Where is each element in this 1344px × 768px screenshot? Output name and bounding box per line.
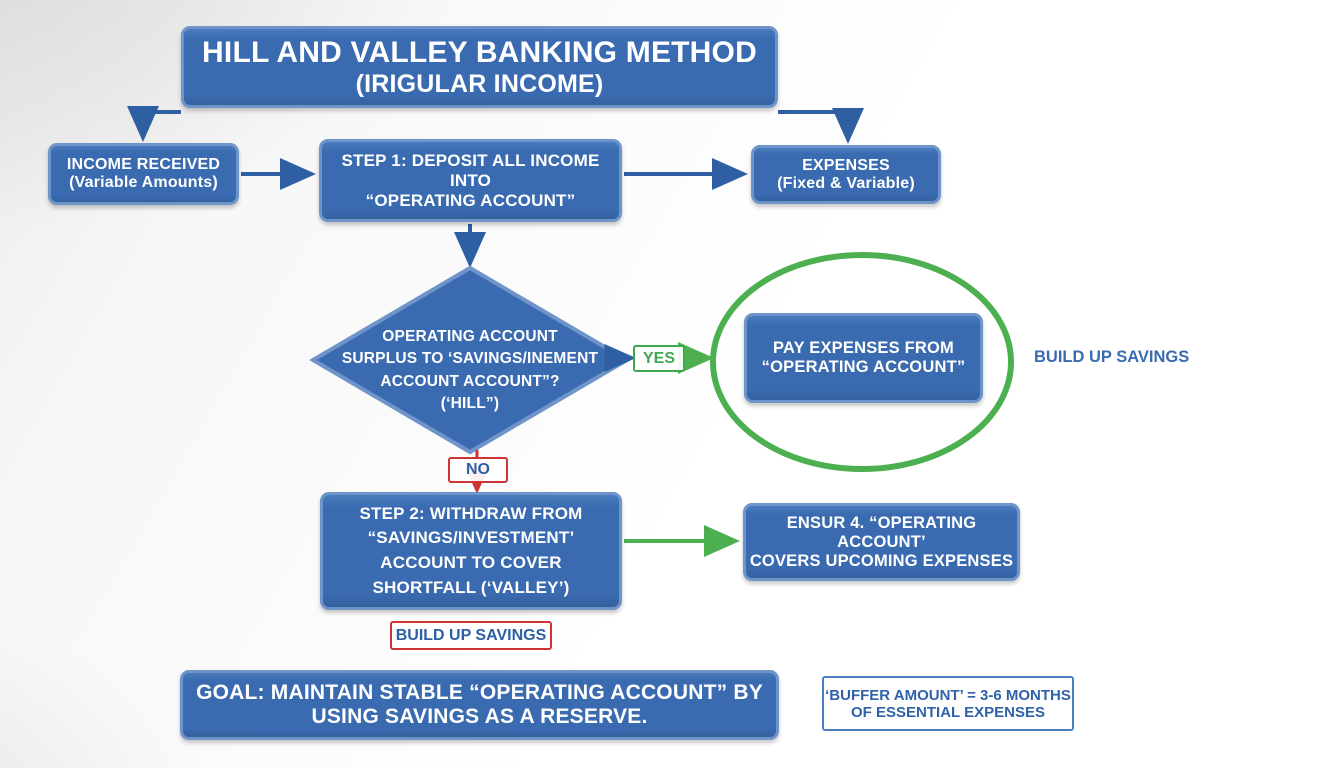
decision-line-4: (‘HILL”) [440,395,500,413]
goal-line-2: USING SAVINGS AS A RESERVE. [311,705,648,728]
no-label: NO [448,457,508,483]
expenses-line-1: EXPENSES [802,156,890,174]
expenses-box: EXPENSES (Fixed & Variable) [751,145,941,204]
income-received-box: INCOME RECEIVED (Variable Amounts) [48,143,239,205]
title-line-1: HILL AND VALLEY BANKING METHOD [202,35,757,69]
title-box: HILL AND VALLEY BANKING METHOD (IRIGULAR… [181,26,778,108]
hill-ellipse [710,252,1014,472]
ensure-line-2: COVERS UPCOMING EXPENSES [749,551,1014,570]
connector-title-to-income [127,106,181,142]
build-up-savings-right: BUILD UP SAVINGS [1034,348,1189,367]
step1-line-2: “OPERATING ACCOUNT” [365,190,576,210]
pay-expenses-box: PAY EXPENSES FROM “OPERATING ACCOUNT” [744,313,983,403]
no-text: NO [466,461,490,478]
step2-box: STEP 2: WITHDRAW FROM “SAVINGS/INVESTMEN… [320,492,622,610]
income-line-2: (Variable Amounts) [69,174,218,191]
step2-line-3: ACCOUNT TO COVER [380,553,562,572]
goal-line-1: GOAL: MAINTAIN STABLE “OPERATING ACCOUNT… [196,681,763,704]
pay-expenses-line-1: PAY EXPENSES FROM [773,339,954,357]
buffer-line-1: ‘BUFFER AMOUNT’ = 3-6 MONTHS [825,686,1071,704]
yes-text: YES [642,349,675,367]
build-up-savings-bottom: BUILD UP SAVINGS [390,621,552,650]
title-line-2: (IRIGULAR INCOME) [355,69,604,98]
decision-line-1: OPERATING ACCOUNT [382,328,558,345]
step2-line-1: STEP 2: WITHDRAW FROM [359,503,583,523]
goal-box: GOAL: MAINTAIN STABLE “OPERATING ACCOUNT… [180,670,779,740]
yes-label: YES [633,345,685,372]
pay-expenses-line-2: “OPERATING ACCOUNT” [761,358,966,376]
step2-line-2: “SAVINGS/INVESTMENT’ [367,528,575,548]
connector-title-to-expenses [778,108,864,144]
decision-line-2: SURPLUS TO ‘SAVINGS/INEMENT [341,350,599,368]
decision-text: OPERATING ACCOUNT SURPLUS TO ‘SAVINGS/IN… [325,326,615,416]
decision-diamond [309,265,631,455]
ensure-box: ENSUR 4. “OPERATING ACCOUNT’ COVERS UPCO… [743,503,1020,581]
buffer-line-2: OF ESSENTIAL EXPENSES [851,703,1045,721]
decision-line-3: ACCOUNT ACCOUNT”? [380,372,560,390]
build-up-savings-bottom-text: BUILD UP SAVINGS [395,626,547,644]
step1-line-1: STEP 1: DEPOSIT ALL INCOME INTO [341,150,600,190]
ensure-line-1: ENSUR 4. “OPERATING ACCOUNT’ [786,513,977,551]
income-line-1: INCOME RECEIVED [66,156,221,173]
build-up-savings-right-text: BUILD UP SAVINGS [1034,348,1190,366]
step1-box: STEP 1: DEPOSIT ALL INCOME INTO “OPERATI… [319,139,622,222]
buffer-note-box: ‘BUFFER AMOUNT’ = 3-6 MONTHS OF ESSENTIA… [822,676,1074,731]
expenses-line-2: (Fixed & Variable) [777,174,915,192]
step2-line-4: SHORTFALL (‘VALLEY’) [372,577,570,597]
